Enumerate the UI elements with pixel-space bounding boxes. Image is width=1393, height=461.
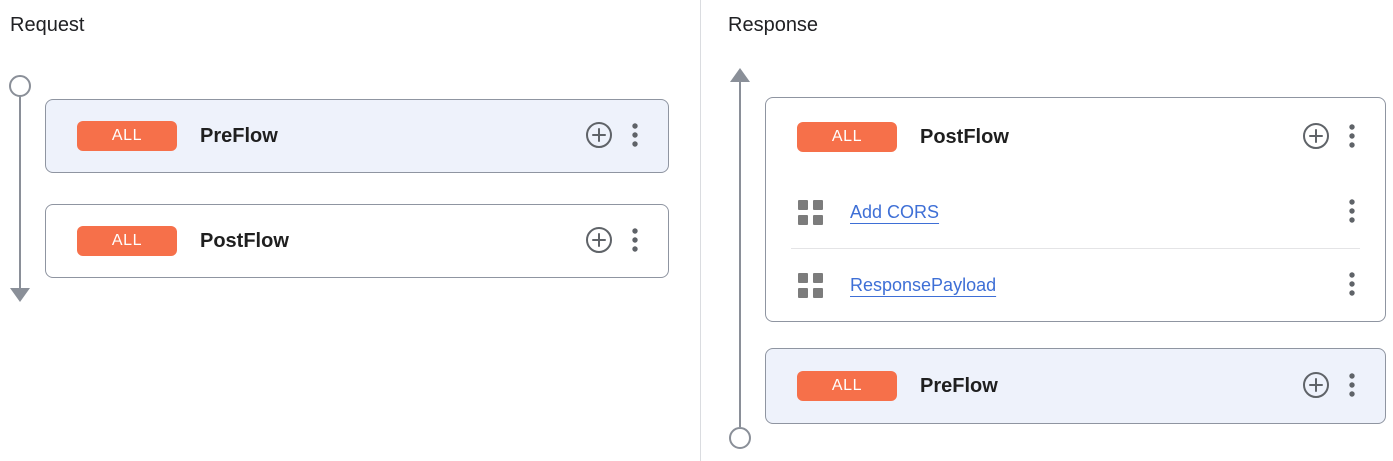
policy-step-row: ResponsePayload <box>766 249 1385 321</box>
panel-divider <box>700 0 701 461</box>
response-flow-rail <box>739 80 741 427</box>
add-step-button[interactable] <box>1302 122 1330 153</box>
response-panel: Response ALL PostFlow <box>701 0 1393 461</box>
request-preflow-card[interactable]: ALL PreFlow <box>45 99 669 173</box>
request-panel: Request ALL PreFlow <box>9 14 669 302</box>
add-step-button[interactable] <box>585 121 613 152</box>
request-postflow-card[interactable]: ALL PostFlow <box>45 204 669 278</box>
condition-badge: ALL <box>77 121 177 151</box>
response-preflow-card[interactable]: ALL PreFlow <box>765 348 1386 424</box>
add-step-button[interactable] <box>1302 371 1330 402</box>
kebab-menu-icon <box>1349 198 1355 226</box>
plus-circle-icon <box>585 226 613 257</box>
plus-circle-icon <box>585 121 613 152</box>
condition-badge: ALL <box>797 371 897 401</box>
flow-title: PreFlow <box>920 374 998 397</box>
flow-title: PostFlow <box>200 229 289 252</box>
more-options-button[interactable] <box>632 227 638 255</box>
policy-step-link[interactable]: Add CORS <box>850 201 940 222</box>
kebab-menu-icon <box>1349 372 1355 400</box>
plus-circle-icon <box>1302 122 1330 153</box>
kebab-menu-icon <box>632 122 638 150</box>
request-panel-title: Request <box>10 14 85 36</box>
flow-title: PreFlow <box>200 124 278 147</box>
kebab-menu-icon <box>632 227 638 255</box>
condition-badge: ALL <box>77 226 177 256</box>
condition-badge: ALL <box>797 122 897 152</box>
add-step-button[interactable] <box>585 226 613 257</box>
step-divider <box>791 248 1360 249</box>
flow-title: PostFlow <box>920 125 1009 148</box>
more-options-button[interactable] <box>1349 271 1355 299</box>
more-options-button[interactable] <box>1349 198 1355 226</box>
kebab-menu-icon <box>1349 271 1355 299</box>
more-options-button[interactable] <box>632 122 638 150</box>
plus-circle-icon <box>1302 371 1330 402</box>
policy-grid-icon <box>797 199 824 226</box>
response-postflow-card[interactable]: ALL PostFlow Add CORS <box>765 97 1386 322</box>
kebab-menu-icon <box>1349 123 1355 151</box>
policy-grid-icon <box>797 272 824 299</box>
response-flow-arrow-up-icon <box>730 68 750 82</box>
request-flow-arrow-down-icon <box>10 288 30 302</box>
policy-step-row: Add CORS <box>766 176 1385 248</box>
more-options-button[interactable] <box>1349 372 1355 400</box>
response-flow-start-node <box>729 427 751 449</box>
policy-step-link[interactable]: ResponsePayload <box>850 274 997 295</box>
request-flow-rail <box>19 96 21 289</box>
response-panel-title: Response <box>728 14 819 36</box>
request-flow-start-node <box>9 75 31 97</box>
more-options-button[interactable] <box>1349 123 1355 151</box>
